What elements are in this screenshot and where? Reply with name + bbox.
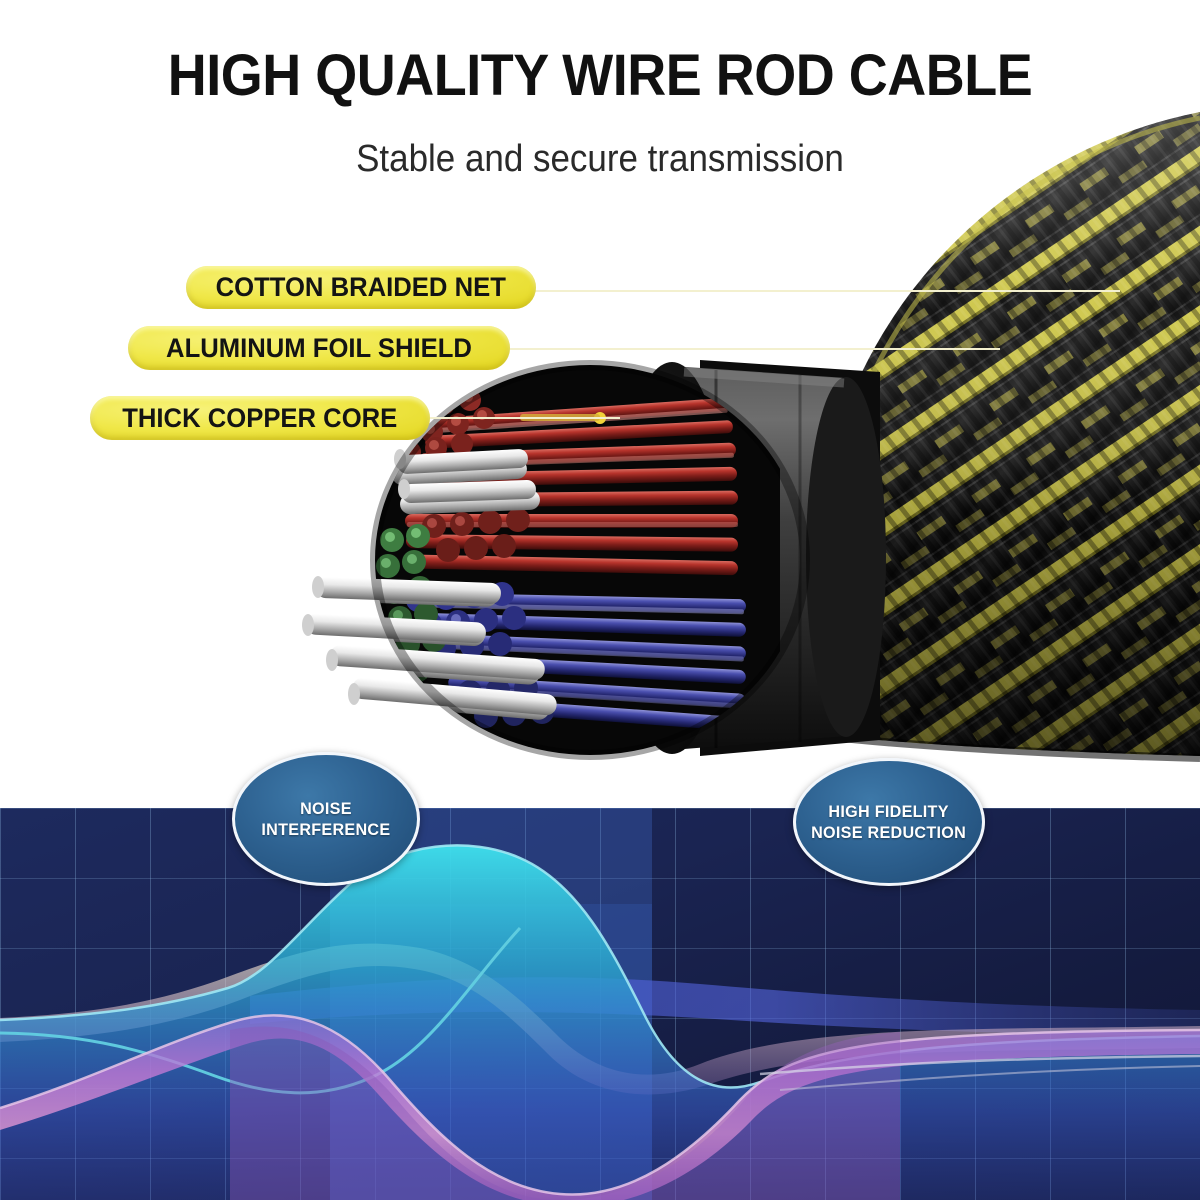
wave-cyan-trace	[0, 926, 522, 1095]
badge-line-2: NOISE REDUCTION	[811, 823, 967, 842]
badge-high-fidelity-noise-reduction[interactable]: HIGH FIDELITY NOISE REDUCTION	[793, 758, 985, 886]
callout-cotton-braided-net[interactable]: COTTON BRAIDED NET	[186, 266, 536, 309]
callout-label: ALUMINUM FOIL SHIELD	[166, 332, 472, 363]
callout-thick-copper-core[interactable]: THICK COPPER CORE	[90, 396, 430, 440]
wire-bundle	[302, 360, 810, 760]
wave-magenta-lobe-right	[560, 1032, 900, 1200]
silver-strands-protruding	[302, 449, 557, 716]
upper-white-panel: COTTON BRAIDED NET ALUMINUM FOIL SHIELD …	[90, 112, 1200, 762]
badge-noise-interference[interactable]: NOISE INTERFERENCE	[232, 752, 420, 886]
callout-label: COTTON BRAIDED NET	[215, 272, 507, 302]
badge-line-2: INTERFERENCE	[261, 820, 391, 839]
badge-line-1: NOISE	[300, 798, 352, 818]
callout-leader-lines	[425, 290, 1120, 419]
cable-svg	[302, 112, 1200, 762]
callout-aluminum-foil-shield[interactable]: ALUMINUM FOIL SHIELD	[128, 326, 510, 370]
badge-text: HIGH FIDELITY NOISE REDUCTION	[811, 801, 966, 844]
wave-magenta-area	[0, 1015, 1200, 1200]
cable-illustration	[302, 112, 1200, 762]
waveform-svg	[0, 844, 1200, 1200]
page-subtitle: Stable and secure transmission	[356, 138, 844, 180]
wave-magenta-stroke	[0, 1014, 1200, 1196]
waveform-panel	[0, 808, 1200, 1200]
wave-flat-trace-lower	[779, 1065, 1200, 1091]
waveform-graphic	[0, 808, 1200, 1200]
wave-magenta-lobe-left	[230, 1026, 560, 1200]
badge-line-1: HIGH FIDELITY	[828, 801, 950, 821]
callout-label: THICK COPPER CORE	[122, 402, 398, 433]
badge-text: NOISE INTERFERENCE	[261, 798, 390, 841]
wave-flat-trace-upper	[759, 1054, 1200, 1076]
page-title: HIGH QUALITY WIRE ROD CABLE	[167, 43, 1033, 108]
